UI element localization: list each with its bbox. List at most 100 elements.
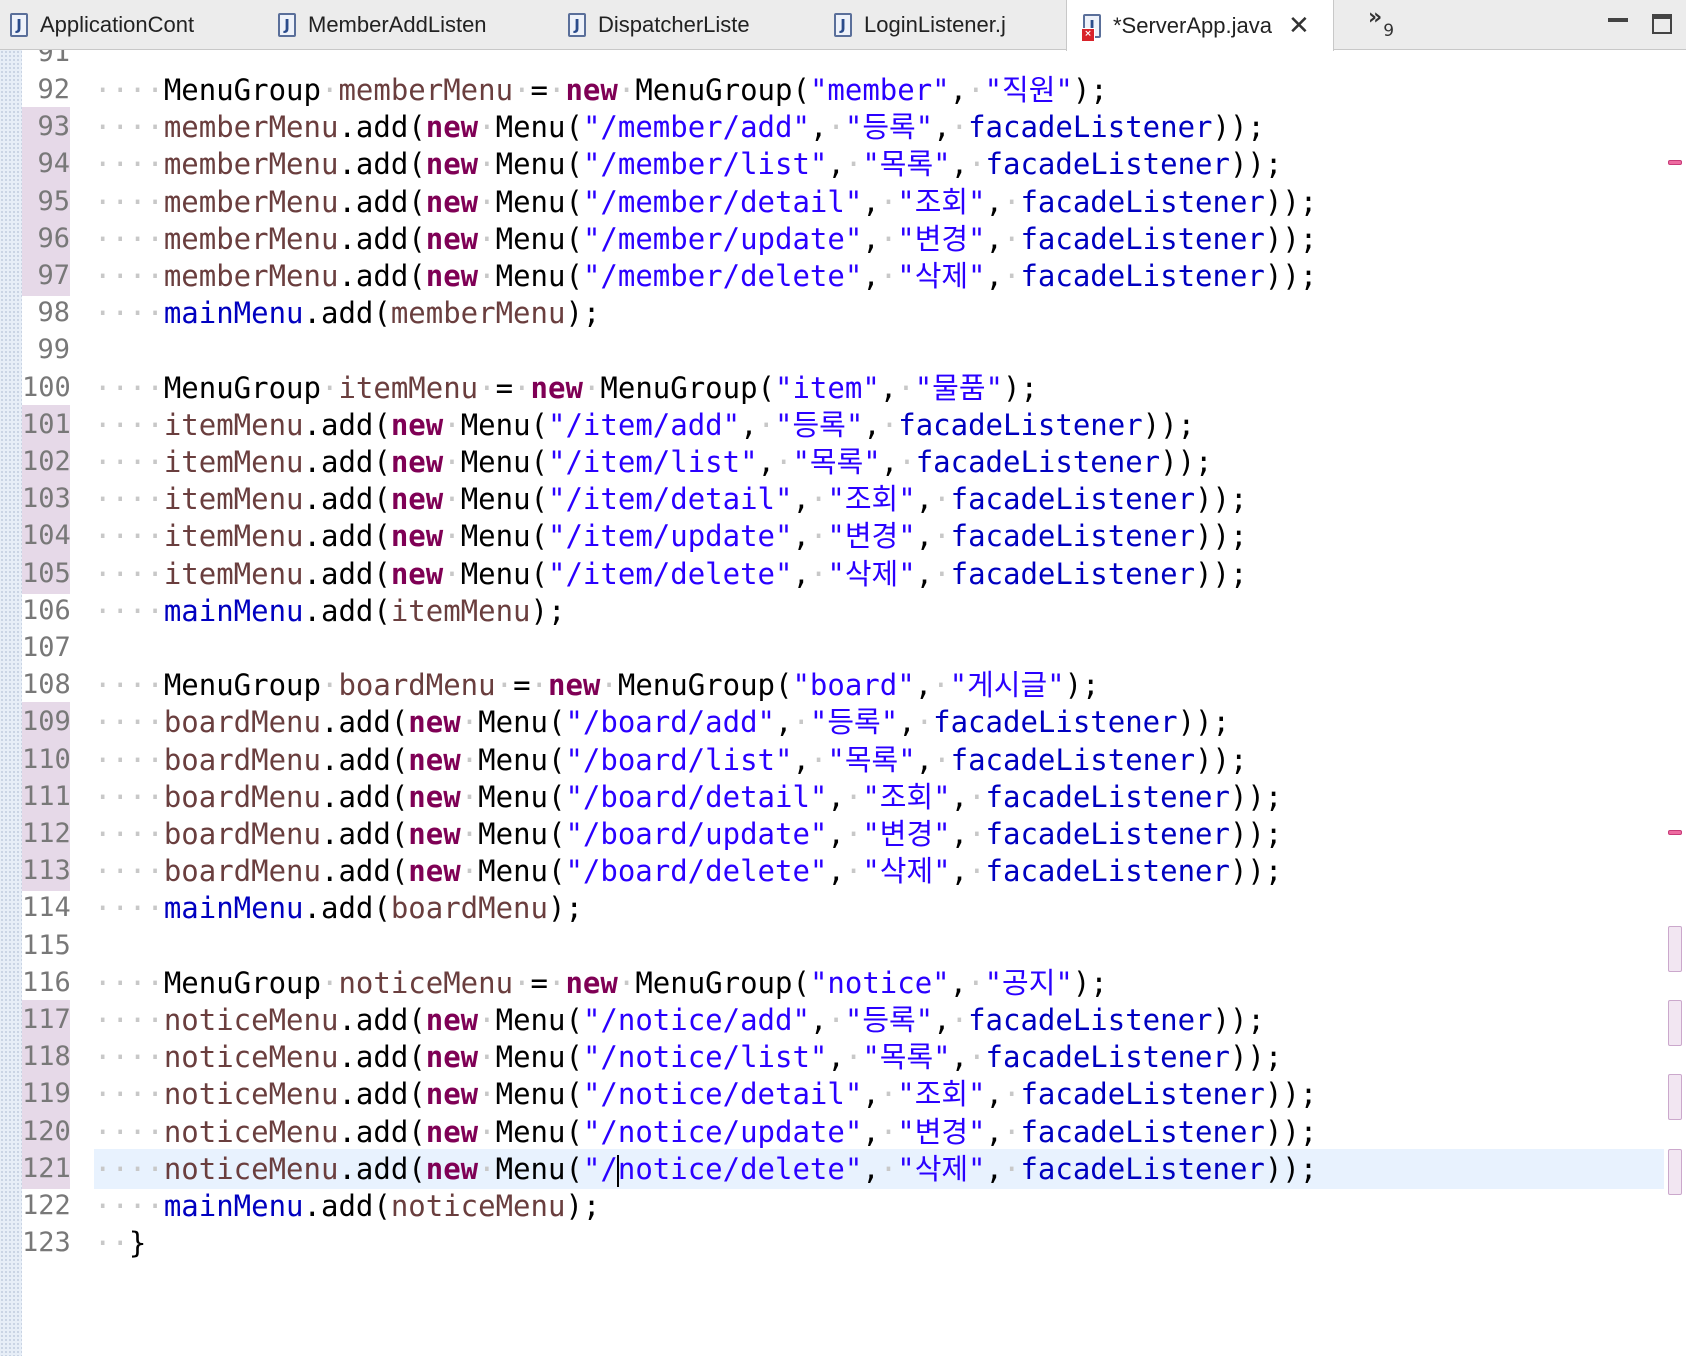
code-text[interactable]: ····MenuGroup·noticeMenu·=·new·MenuGroup… — [94, 963, 1664, 1003]
code-line[interactable]: 93 ····memberMenu.add(new·Menu("/member/a… — [0, 107, 1686, 148]
close-tab-icon[interactable]: ✕ — [1287, 10, 1310, 41]
code-line[interactable]: 94····memberMenu.add(new·Menu("/member/l… — [0, 144, 1686, 185]
code-line[interactable]: 96····memberMenu.add(new·Menu("/member/u… — [0, 218, 1686, 259]
code-text[interactable]: ····noticeMenu.add(new·Menu("/notice/del… — [94, 1148, 1664, 1189]
code-editor[interactable]: 91 92····MenuGroup·memberMenu·=·new·Menu… — [0, 50, 1686, 1356]
code-line[interactable]: 110····boardMenu.add(new·Menu("/board/li… — [0, 739, 1686, 780]
code-token: · — [844, 817, 863, 851]
code-text[interactable]: ····memberMenu.add(new·Menu("/member/det… — [94, 182, 1664, 222]
code-text[interactable] — [94, 628, 1664, 668]
error-marker[interactable] — [1668, 830, 1682, 835]
code-token: "공지" — [984, 965, 1073, 1000]
code-text[interactable]: ····boardMenu.add(new·Menu("/board/delet… — [94, 851, 1664, 891]
code-text[interactable]: ····memberMenu.add(new·Menu("/member/add… — [94, 107, 1664, 147]
change-marker[interactable] — [1668, 1148, 1682, 1195]
code-text[interactable]: ····memberMenu.add(new·Menu("/member/upd… — [94, 219, 1664, 259]
code-line[interactable]: 109····boardMenu.add(new·Menu("/board/ad… — [0, 702, 1686, 743]
code-token: · — [932, 668, 950, 703]
code-line[interactable]: 101····itemMenu.add(new·Menu("/item/add"… — [0, 404, 1686, 445]
code-line[interactable]: 120····noticeMenu.add(new·Menu("/notice/… — [0, 1111, 1686, 1152]
code-text[interactable]: ····memberMenu.add(new·Menu("/member/lis… — [94, 144, 1664, 184]
code-token: ···· — [94, 854, 164, 889]
tab-serverapp-java[interactable]: J×*ServerApp.java✕ — [1066, 0, 1334, 51]
code-text[interactable]: ····boardMenu.add(new·Menu("/board/updat… — [94, 814, 1664, 854]
code-line[interactable]: 97····memberMenu.add(new·Menu("/member/d… — [0, 256, 1686, 296]
code-line[interactable]: 113····boardMenu.add(new·Menu("/board/de… — [0, 851, 1686, 892]
change-marker[interactable] — [1668, 925, 1682, 972]
code-line[interactable]: 107 — [0, 628, 1686, 668]
overview-ruler[interactable] — [1664, 50, 1686, 1356]
code-line[interactable]: 95····memberMenu.add(new·Menu("/member/d… — [0, 181, 1686, 222]
code-line[interactable]: 118····noticeMenu.add(new·Menu("/notice/… — [0, 1037, 1686, 1078]
code-text[interactable] — [94, 926, 1664, 966]
code-text[interactable]: ····boardMenu.add(new·Menu("/board/list"… — [94, 740, 1664, 780]
minimize-icon[interactable] — [1608, 14, 1628, 34]
code-text[interactable]: ····itemMenu.add(new·Menu("/item/list",·… — [94, 442, 1664, 482]
code-text[interactable]: ····boardMenu.add(new·Menu("/board/add",… — [94, 702, 1664, 742]
code-text[interactable]: ··} — [94, 1223, 1664, 1263]
change-marker[interactable] — [1668, 1000, 1682, 1046]
line-number: 93 — [22, 107, 70, 148]
code-text[interactable]: ····mainMenu.add(itemMenu); — [94, 591, 1664, 631]
code-line[interactable]: 112····boardMenu.add(new·Menu("/board/up… — [0, 814, 1686, 854]
code-token: "목록" — [792, 445, 881, 479]
code-token: · — [897, 370, 915, 405]
code-line[interactable]: 103····itemMenu.add(new·Menu("/item/deta… — [0, 479, 1686, 520]
code-text[interactable]: ····itemMenu.add(new·Menu("/item/detail"… — [94, 479, 1664, 519]
code-text[interactable]: ····boardMenu.add(new·Menu("/board/detai… — [94, 777, 1664, 817]
code-token: noticeMenu — [163, 1077, 339, 1112]
code-token: new — [425, 259, 479, 293]
code-line[interactable]: 123 ··} — [0, 1223, 1686, 1263]
code-token: · — [809, 482, 828, 517]
code-token: ···· — [94, 73, 164, 107]
code-text[interactable]: ····itemMenu.add(new·Menu("/item/delete"… — [94, 554, 1664, 594]
code-token: .add( — [320, 817, 409, 851]
code-line[interactable]: 111····boardMenu.add(new·Menu("/board/de… — [0, 776, 1686, 817]
code-text[interactable]: ····mainMenu.add(boardMenu); — [94, 888, 1664, 928]
code-line[interactable]: 122····mainMenu.add(noticeMenu); — [0, 1186, 1686, 1226]
code-line[interactable]: 104····itemMenu.add(new·Menu("/item/upda… — [0, 516, 1686, 557]
code-text[interactable]: ····MenuGroup·boardMenu·=·new·MenuGroup(… — [94, 665, 1664, 705]
code-text[interactable]: ····noticeMenu.add(new·Menu("/notice/upd… — [94, 1112, 1664, 1152]
code-line[interactable]: 117····noticeMenu.add(new·Menu("/notice/… — [0, 1000, 1686, 1040]
code-token: · — [968, 817, 986, 851]
code-text[interactable]: ····itemMenu.add(new·Menu("/item/update"… — [94, 516, 1664, 556]
code-text[interactable]: ····memberMenu.add(new·Menu("/member/del… — [94, 256, 1664, 296]
code-text[interactable] — [94, 330, 1664, 370]
code-token: · — [548, 73, 566, 107]
code-token: Menu( — [478, 742, 566, 777]
code-line[interactable]: 102····itemMenu.add(new·Menu("/item/list… — [0, 442, 1686, 482]
code-text[interactable]: ····noticeMenu.add(new·Menu("/notice/add… — [94, 1000, 1664, 1040]
code-line[interactable]: 92····MenuGroup·memberMenu·=·new·MenuGro… — [0, 70, 1686, 110]
code-token: "member" — [809, 73, 950, 107]
code-token: ···· — [94, 110, 164, 145]
code-line[interactable]: 116 ····MenuGroup·noticeMenu·=·new·MenuGr… — [0, 963, 1686, 1003]
code-line[interactable]: 108····MenuGroup·boardMenu·=·new·MenuGro… — [0, 665, 1686, 705]
change-marker[interactable] — [1668, 1074, 1682, 1121]
code-line[interactable]: 114····mainMenu.add(boardMenu); — [0, 888, 1686, 928]
code-line[interactable]: 121····noticeMenu.add(new·Menu("/notice/… — [0, 1148, 1686, 1189]
line-number: 116 — [22, 966, 71, 998]
code-line[interactable]: 119····noticeMenu.add(new·Menu("/notice/… — [0, 1074, 1686, 1115]
code-text[interactable]: ····itemMenu.add(new·Menu("/item/add",·"… — [94, 405, 1664, 445]
code-text[interactable]: ····mainMenu.add(noticeMenu); — [94, 1186, 1664, 1226]
tab-overflow-button[interactable]: » 9 — [1368, 0, 1394, 50]
code-text[interactable]: ····noticeMenu.add(new·Menu("/notice/lis… — [94, 1037, 1664, 1077]
code-line[interactable]: 115 — [0, 926, 1686, 966]
code-line[interactable]: 106····mainMenu.add(itemMenu); — [0, 591, 1686, 631]
code-text[interactable]: ····MenuGroup·itemMenu·=·new·MenuGroup("… — [94, 368, 1664, 408]
code-line[interactable]: 100····MenuGroup·itemMenu·=·new·MenuGrou… — [0, 368, 1686, 408]
code-text[interactable]: ····MenuGroup·memberMenu·=·new·MenuGroup… — [94, 70, 1664, 110]
code-text[interactable]: ····noticeMenu.add(new·Menu("/notice/det… — [94, 1074, 1664, 1114]
error-marker[interactable] — [1668, 160, 1682, 166]
code-text[interactable]: ····mainMenu.add(memberMenu); — [94, 293, 1664, 333]
maximize-icon[interactable] — [1652, 14, 1672, 34]
line-number: 123 — [22, 1227, 71, 1259]
code-line[interactable]: 105····itemMenu.add(new·Menu("/item/dele… — [0, 553, 1686, 594]
code-line[interactable]: 98····mainMenu.add(memberMenu); — [0, 293, 1686, 333]
code-line[interactable]: 99 — [0, 330, 1686, 370]
